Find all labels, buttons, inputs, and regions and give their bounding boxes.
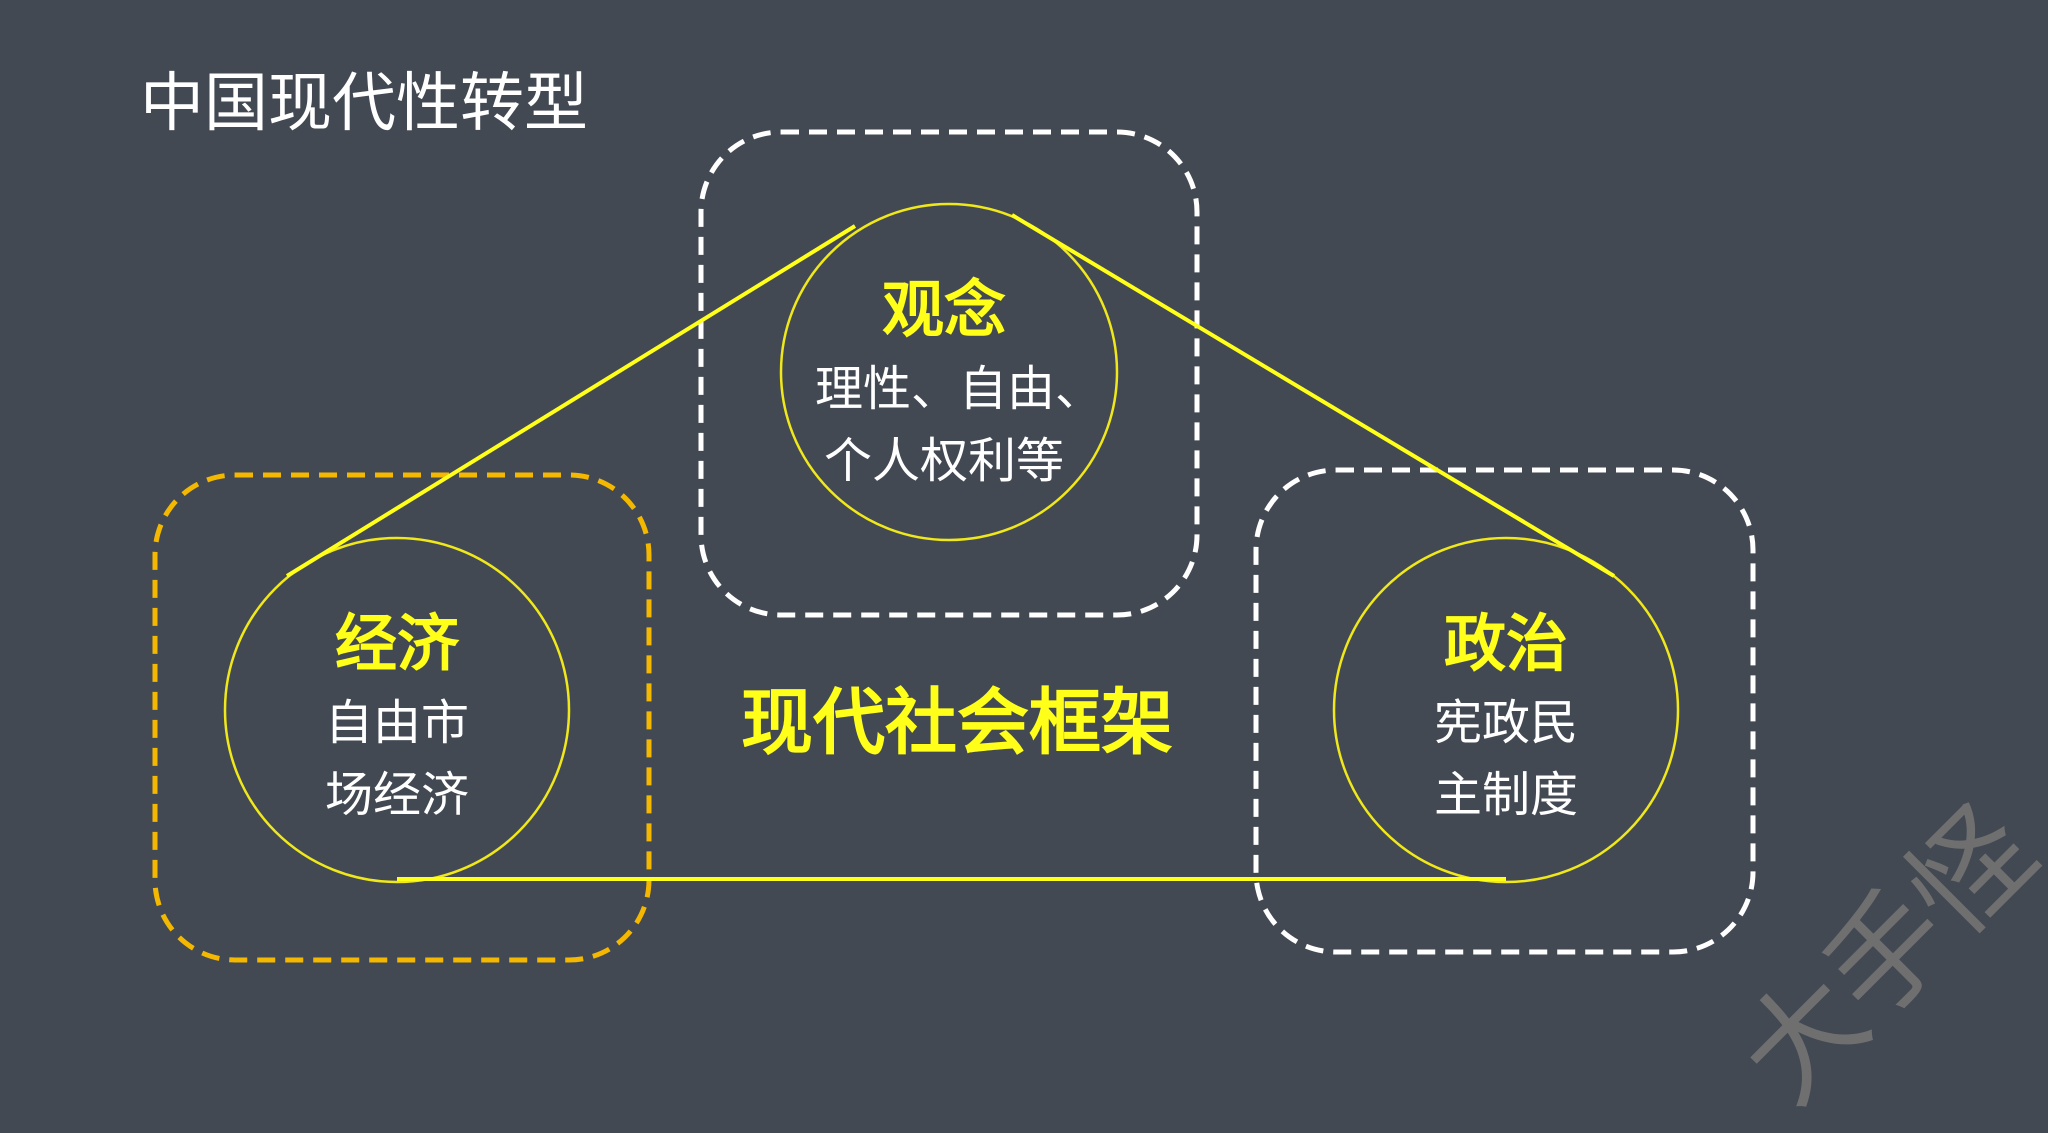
- politics-node: 政治 宪政民 主制度: [1434, 601, 1578, 831]
- diagram-shapes: [152, 129, 1756, 963]
- politics-line2: 主制度: [1433, 767, 1579, 823]
- idea-heading: 观念: [881, 273, 1007, 346]
- connector-economy-idea: [285, 224, 857, 578]
- idea-node: 观念 理性、自由、 个人权利等: [785, 267, 1103, 497]
- center-label: 现代社会框架: [740, 680, 1174, 765]
- economy-node: 经济 自由市 场经济: [325, 601, 469, 831]
- politics-circle: [1332, 536, 1680, 884]
- economy-line1: 自由市: [324, 695, 470, 751]
- idea-line1: 理性、自由、: [814, 361, 1104, 417]
- politics-heading: 政治: [1443, 607, 1569, 680]
- politics-line1: 宪政民: [1433, 695, 1579, 751]
- page-title: 中国现代性转型: [140, 67, 588, 141]
- economy-heading: 经济: [334, 607, 460, 680]
- connector-idea-politics: [1010, 213, 1616, 578]
- idea-dashed-box: [698, 129, 1200, 618]
- economy-dashed-box: [152, 472, 652, 963]
- politics-dashed-box: [1253, 467, 1756, 955]
- idea-circle: [779, 202, 1119, 542]
- idea-line2: 个人权利等: [823, 433, 1065, 489]
- economy-line2: 场经济: [324, 767, 470, 823]
- economy-circle: [223, 536, 571, 884]
